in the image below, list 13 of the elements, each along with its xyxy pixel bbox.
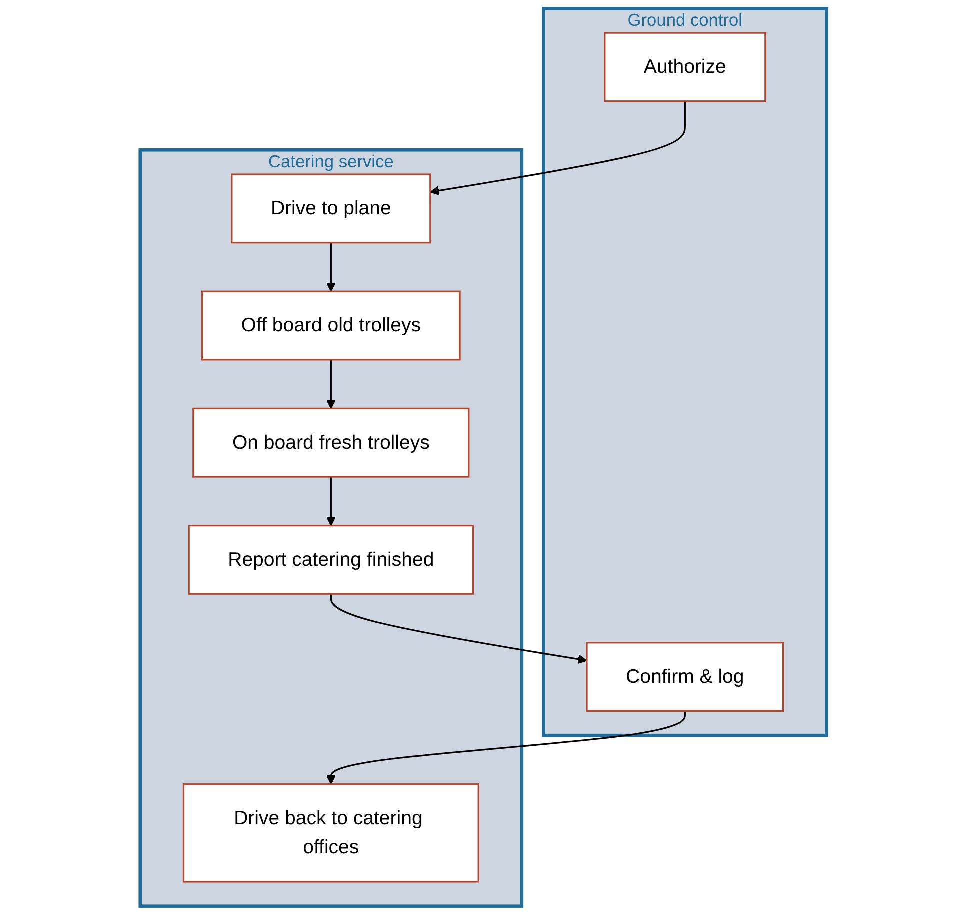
node-box: Report catering finished (188, 524, 474, 595)
arrow (330, 594, 588, 664)
node-box: Drive back to catering offices (182, 784, 480, 883)
arrow (326, 477, 336, 526)
arrow (326, 711, 686, 785)
arrow (326, 242, 336, 292)
node-box: Confirm & log (586, 642, 784, 712)
node-box: Off board old trolleys (201, 290, 461, 361)
node-box: Drive to plane (231, 174, 432, 244)
node-box: Authorize (604, 32, 766, 102)
node-box: On board fresh trolleys (192, 408, 470, 478)
arrow (326, 360, 336, 410)
arrow (430, 101, 686, 196)
